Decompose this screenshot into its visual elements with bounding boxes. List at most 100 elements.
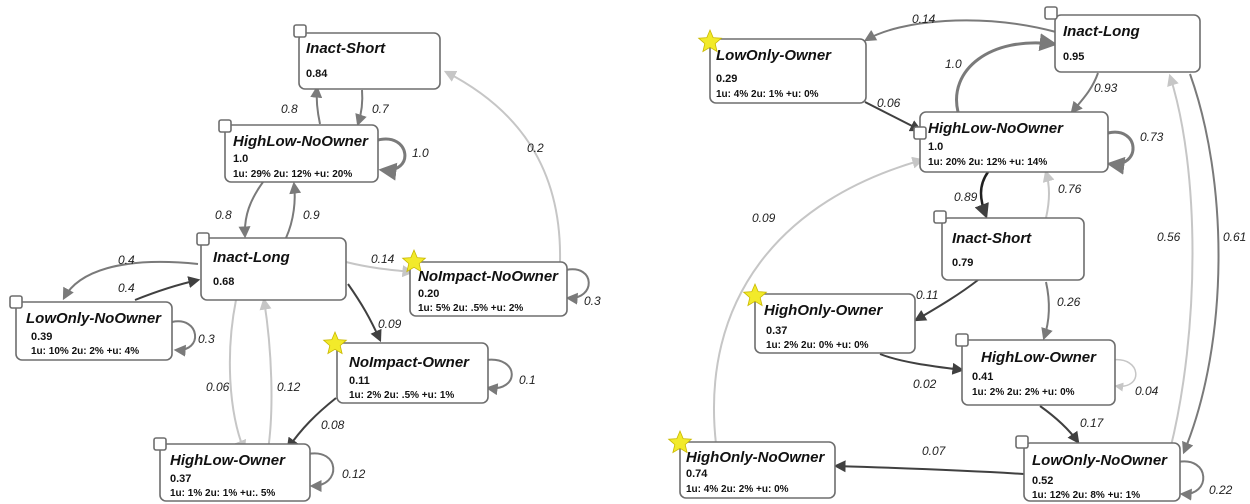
edge-label: 0.7	[372, 102, 390, 116]
edge-noimpact-noowner-to-inact-short	[443, 70, 562, 263]
star-icon	[667, 429, 693, 454]
left-node-inact-long: Inact-Long 0.68	[196, 232, 347, 301]
edge-noimpact-owner-self-loop	[485, 358, 513, 396]
node-stats: 1u: 20% 2u: 12% +u: 14%	[928, 157, 1047, 168]
edge-label: 0.3	[198, 332, 215, 346]
edge-label: 0.04	[1135, 384, 1159, 398]
star-icon	[322, 330, 348, 355]
right-edge-labels: 0.14 1.0 0.93 0.06 0.73 0.89 0.76 0.09 0…	[752, 12, 1246, 497]
edge-label: 0.2	[527, 141, 544, 155]
edge-lowonly-noowner-to-inact-long	[134, 276, 201, 301]
edge-noimpact-noowner-self-loop	[565, 268, 590, 305]
right-node-highonly-noowner: HighOnly-NoOwner 0.74 1u: 4% 2u: 2% +u: …	[667, 429, 836, 499]
edge-highlow-noowner-self-loop	[1106, 130, 1135, 175]
node-name: HighLow-Owner	[170, 452, 286, 469]
node-name: LowOnly-NoOwner	[1032, 452, 1168, 469]
edge-inact-short-to-highlow-owner	[1041, 281, 1053, 341]
node-name: LowOnly-Owner	[716, 47, 832, 64]
left-node-highlow-owner: HighLow-Owner 0.37 1u: 1% 2u: 1% +u:. 5%	[153, 437, 311, 502]
node-value: 0.95	[1063, 51, 1084, 63]
edge-lowonly-noowner-to-highonly-noowner	[833, 460, 1025, 475]
edge-label: 1.0	[412, 146, 429, 160]
node-stats: 1u: 1% 2u: 1% +u:. 5%	[170, 488, 275, 499]
node-name: HighLow-NoOwner	[233, 133, 369, 150]
right-node-highonly-owner: HighOnly-Owner 0.37 1u: 2% 2u: 0% +u: 0%	[742, 282, 916, 354]
edge-highlow-noowner-self-loop	[377, 137, 407, 181]
edge-label: 0.26	[1057, 295, 1081, 309]
edge-highonly-owner-to-highlow-owner	[879, 353, 965, 375]
right-node-highlow-noowner: HighLow-NoOwner 1.0 1u: 20% 2u: 12% +u: …	[913, 111, 1109, 173]
edge-label: 0.17	[1080, 416, 1105, 430]
edge-highlow-noowner-to-inact-long	[238, 181, 264, 239]
orange-square-icon	[1044, 6, 1058, 20]
node-value: 0.11	[349, 375, 370, 387]
left-edges	[62, 70, 590, 492]
node-name: Inact-Long	[213, 249, 290, 266]
edge-inact-long-to-highlow-noowner	[285, 181, 302, 239]
red-square-icon	[1015, 435, 1029, 449]
edge-label: 0.06	[206, 380, 230, 394]
edge-highlow-owner-self-loop	[1111, 359, 1137, 392]
edge-label: 0.06	[877, 96, 901, 110]
left-node-noimpact-owner: NoImpact-Owner 0.11 1u: 2% 2u: .5% +u: 1…	[322, 330, 489, 404]
node-name: NoImpact-Owner	[349, 354, 470, 371]
edge-label: 0.12	[277, 380, 301, 394]
node-name: Inact-Short	[306, 40, 386, 57]
node-name: LowOnly-NoOwner	[26, 310, 162, 327]
edge-label: 0.22	[1209, 483, 1233, 497]
right-node-lowonly-owner: LowOnly-Owner 0.29 1u: 4% 2u: 1% +u: 0%	[697, 28, 867, 104]
node-name: HighOnly-NoOwner	[686, 449, 825, 466]
node-name: Inact-Short	[952, 230, 1032, 247]
node-value: 1.0	[928, 141, 943, 153]
edge-label: 0.89	[954, 190, 978, 204]
edge-inact-short-to-highlow-noowner	[1042, 169, 1055, 219]
node-value: 0.68	[213, 276, 234, 288]
node-value: 0.37	[170, 473, 191, 485]
edge-label: 0.12	[342, 467, 366, 481]
edge-label: 0.4	[118, 253, 135, 267]
edge-label: 0.73	[1140, 130, 1164, 144]
node-stats: 1u: 10% 2u: 2% +u: 4%	[31, 346, 139, 357]
orange-square-icon	[933, 210, 947, 224]
edge-label: 0.8	[215, 208, 232, 222]
edge-label: 0.08	[321, 418, 345, 432]
edge-label: 0.14	[371, 252, 395, 266]
node-name: Inact-Long	[1063, 23, 1140, 40]
edge-label: 1.0	[945, 57, 962, 71]
node-stats: 1u: 29% 2u: 12% +u: 20%	[233, 169, 352, 180]
node-stats: 1u: 4% 2u: 1% +u: 0%	[716, 89, 819, 100]
edge-highlow-owner-to-lowonly-noowner	[1039, 405, 1080, 444]
edge-noimpact-owner-to-highlow-owner	[286, 397, 337, 450]
edge-label: 0.56	[1157, 230, 1181, 244]
edge-label: 0.76	[1058, 182, 1082, 196]
right-edges	[713, 19, 1220, 501]
node-stats: 1u: 5% 2u: .5% +u: 2%	[418, 303, 523, 314]
right-node-inact-short: Inact-Short 0.79	[933, 210, 1085, 281]
star-icon	[401, 248, 427, 273]
node-stats: 1u: 2% 2u: 0% +u: 0%	[766, 340, 869, 351]
edge-label: 0.93	[1094, 81, 1118, 95]
node-value: 0.84	[306, 68, 328, 80]
edge-lowonly-noowner-self-loop	[171, 320, 196, 357]
red-square-icon	[9, 295, 23, 309]
edge-label: 0.61	[1223, 230, 1246, 244]
left-edge-labels: 0.8 0.7 1.0 0.2 0.8 0.9 0.4 0.4 0.14 0.3…	[118, 102, 601, 481]
edge-label: 0.1	[519, 373, 536, 387]
edge-highlow-noowner-to-inact-short	[310, 85, 323, 125]
node-value: 0.20	[418, 288, 439, 300]
edge-inact-long-to-noimpact-owner	[347, 283, 382, 343]
node-value: 0.29	[716, 73, 737, 85]
left-node-lowonly-noowner: LowOnly-NoOwner 0.39 1u: 10% 2u: 2% +u: …	[9, 295, 173, 361]
cyan-square-icon	[218, 119, 232, 133]
node-value: 0.52	[1032, 475, 1053, 487]
edge-lowonly-noowner-self-loop	[1177, 460, 1205, 501]
edge-label: 0.9	[303, 208, 320, 222]
edge-label: 0.14	[912, 12, 936, 26]
edge-lowonly-noowner-to-inact-long	[1167, 73, 1194, 451]
edge-label: 0.3	[584, 294, 601, 308]
node-stats: 1u: 12% 2u: 8% +u: 1%	[1032, 490, 1140, 501]
star-icon	[742, 282, 768, 307]
blue-square-icon	[153, 437, 167, 451]
edge-inact-short-to-highlow-noowner	[355, 89, 367, 127]
